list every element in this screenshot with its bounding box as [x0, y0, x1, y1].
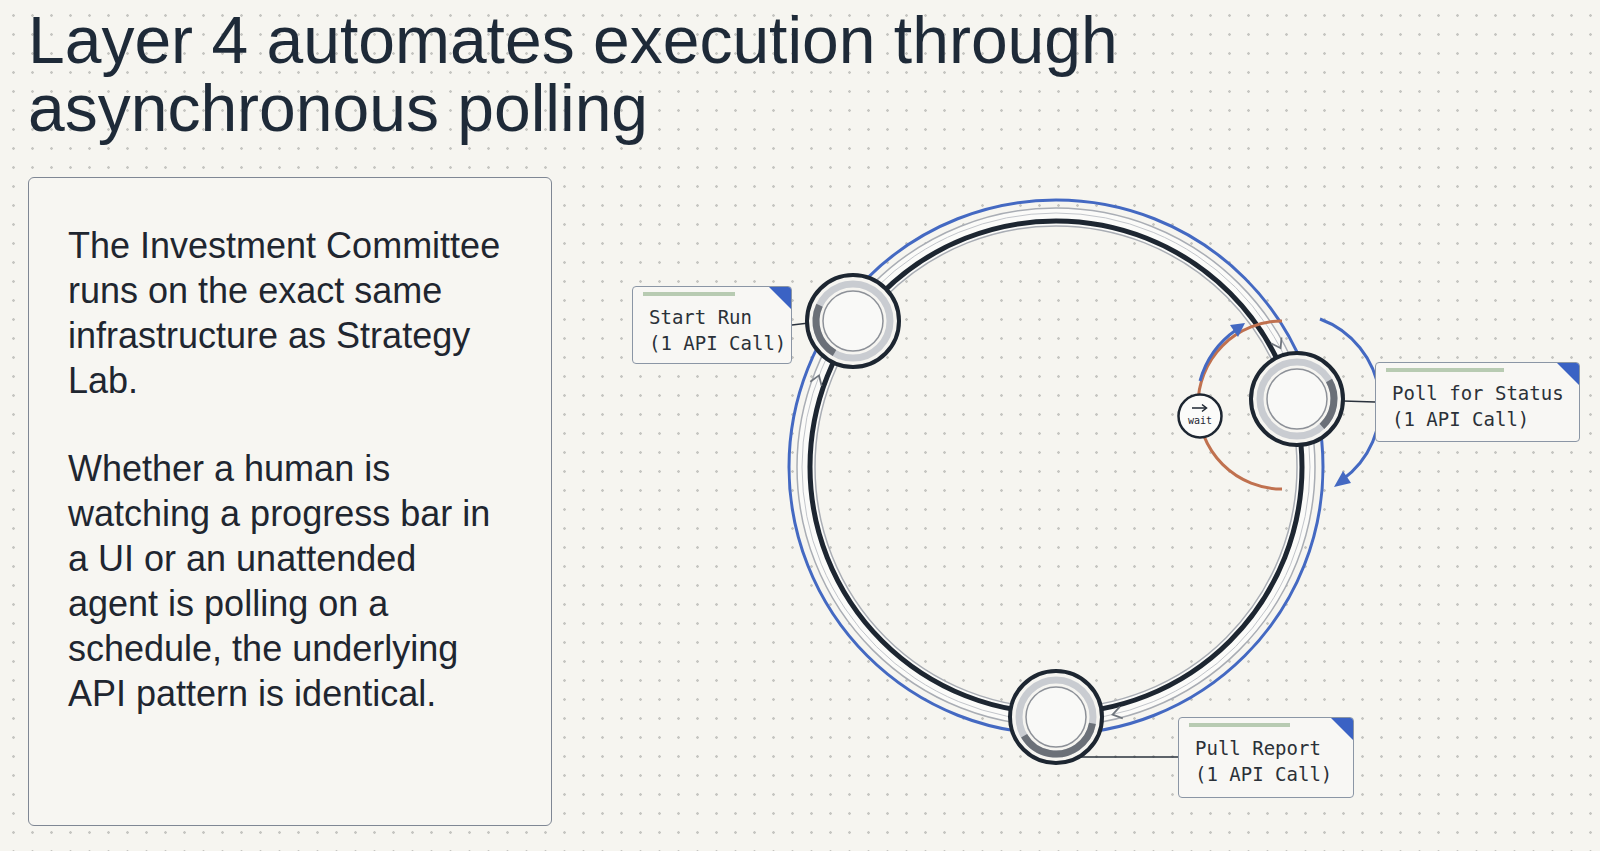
callout-box: Start Run(1 API Call)	[632, 286, 792, 364]
accent-bar	[1189, 723, 1290, 727]
ring-track	[802, 213, 1310, 721]
wait-label: wait	[1177, 415, 1223, 427]
text-panel: The Investment Committee runs on the exa…	[28, 177, 552, 826]
arrow-head	[1230, 323, 1245, 337]
step-dial	[1246, 348, 1347, 449]
ring-band	[806, 217, 1306, 717]
step-name: Pull Report	[1195, 735, 1345, 761]
arrow-symbol	[1202, 405, 1207, 412]
dial-progress	[1013, 674, 1099, 760]
dial-core	[1267, 369, 1327, 429]
body-text: Whether a human is watching a progress b…	[68, 446, 510, 716]
dial-rim	[1251, 353, 1343, 445]
dial-rim	[807, 275, 899, 367]
flow-chevron	[1271, 338, 1282, 349]
step-dial	[1010, 671, 1102, 763]
dial-core	[823, 291, 883, 351]
corner-flag	[1331, 718, 1353, 740]
loop-arrow	[1200, 330, 1236, 381]
ring-core	[810, 221, 1302, 713]
step-dial	[802, 270, 903, 371]
arrow-head	[1334, 471, 1351, 487]
ring-edge	[797, 208, 1315, 726]
flow-chevron	[810, 375, 821, 386]
callout-box: Pull Report(1 API Call)	[1178, 717, 1354, 798]
callout-box: Poll for Status(1 API Call)	[1375, 362, 1580, 442]
corner-flag	[769, 287, 791, 309]
slide-title: Layer 4 automates execution through asyn…	[28, 6, 1378, 142]
leader-line	[1080, 756, 1178, 758]
dial-progress	[1246, 348, 1347, 449]
dial-progress	[802, 270, 903, 371]
step-name: Start Run	[649, 304, 783, 330]
dial-core	[1026, 687, 1086, 747]
api-count: (1 API Call)	[1392, 406, 1571, 432]
dial-rim	[1010, 671, 1102, 763]
accent-bar	[643, 292, 735, 296]
flow-chevron	[1113, 707, 1123, 719]
outer-ring	[789, 200, 1323, 734]
body-text: The Investment Committee runs on the exa…	[68, 223, 510, 403]
leader-line	[1343, 401, 1375, 402]
accent-bar	[1386, 368, 1504, 372]
corner-flag	[1557, 363, 1579, 385]
step-name: Poll for Status	[1392, 380, 1571, 406]
api-count: (1 API Call)	[649, 330, 783, 356]
flow-chevrons	[810, 338, 1281, 719]
arrow-symbol	[1192, 407, 1206, 409]
wait-circle: wait	[1177, 393, 1223, 439]
api-count: (1 API Call)	[1195, 761, 1345, 787]
